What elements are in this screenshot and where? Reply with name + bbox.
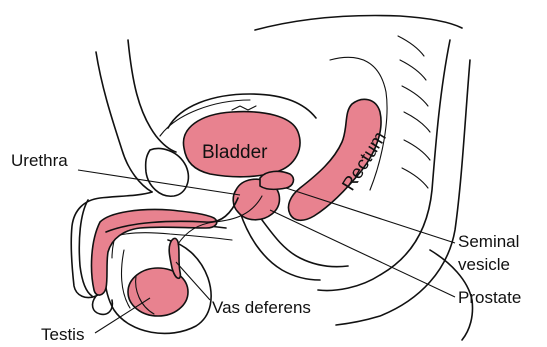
label-seminal-vesicle-1: Seminal xyxy=(458,232,519,251)
label-testis: Testis xyxy=(41,325,84,344)
label-seminal-vesicle-2: vesicle xyxy=(458,255,510,274)
organs xyxy=(92,99,382,316)
seminal-vesicle xyxy=(260,171,293,189)
label-urethra: Urethra xyxy=(11,151,68,170)
label-bladder: Bladder xyxy=(202,142,268,163)
label-vas-deferens: Vas deferens xyxy=(212,298,311,317)
label-prostate: Prostate xyxy=(458,288,521,307)
